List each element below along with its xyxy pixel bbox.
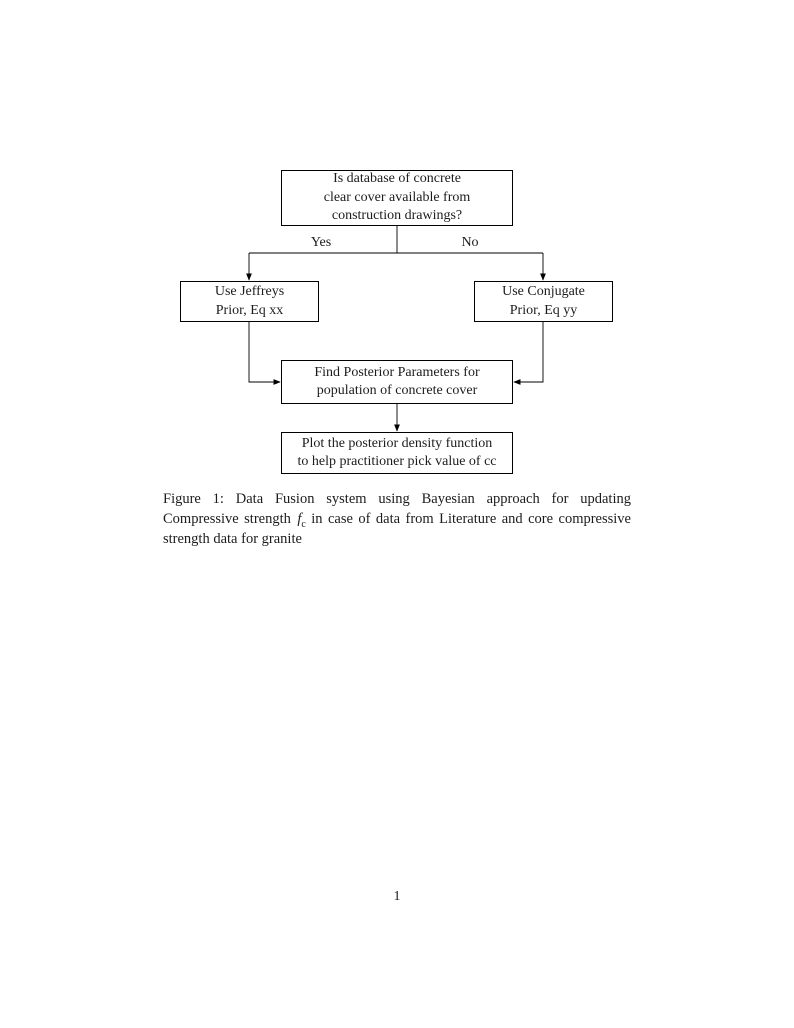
flowchart-node-conjugate-prior: Use Conjugate Prior, Eq yy (474, 281, 613, 322)
node-question-line-1: Is database of concrete (333, 171, 461, 187)
flowchart-node-jeffreys-prior: Use Jeffreys Prior, Eq xx (180, 281, 319, 322)
caption-math-fc-subscript: c (301, 518, 306, 530)
edge-label-no: No (459, 235, 481, 251)
caption-text-part-2: in case of data from Literature and core… (163, 511, 631, 547)
flowchart-node-plot-density: Plot the posterior density function to h… (281, 432, 513, 474)
node-plot-line-1: Plot the posterior density function (301, 435, 493, 451)
node-question-line-3: construction drawings? (331, 208, 463, 224)
node-posterior-line-1: Find Posterior Parameters for (314, 364, 480, 380)
node-conjugate-line-1: Use Conjugate (502, 284, 585, 299)
caption-math-fc-variable: f (297, 511, 302, 527)
node-plot-line-2: to help practitioner pick value of cc (297, 454, 497, 469)
node-conjugate-line-2: Prior, Eq yy (509, 302, 578, 318)
page-number: 1 (393, 889, 401, 904)
flowchart-node-posterior-parameters: Find Posterior Parameters for population… (281, 360, 513, 404)
node-posterior-line-2: population of concrete cover (316, 383, 478, 398)
node-question-line-2: clear cover available from (323, 189, 471, 205)
node-jeffreys-line-1: Use Jeffreys (214, 284, 285, 299)
figure-caption: Figure 1: Data Fusion system using Bayes… (163, 489, 631, 549)
edge-conjugate-to-posterior (513, 322, 544, 385)
caption-text-part-1: Figure 1: Data Fusion system using Bayes… (163, 491, 631, 527)
flowchart-node-question: Is database of concrete clear cover avai… (281, 170, 513, 226)
node-jeffreys-line-2: Prior, Eq xx (215, 302, 284, 318)
edge-label-yes: Yes (308, 235, 334, 251)
edge-jeffreys-to-posterior (248, 322, 281, 385)
